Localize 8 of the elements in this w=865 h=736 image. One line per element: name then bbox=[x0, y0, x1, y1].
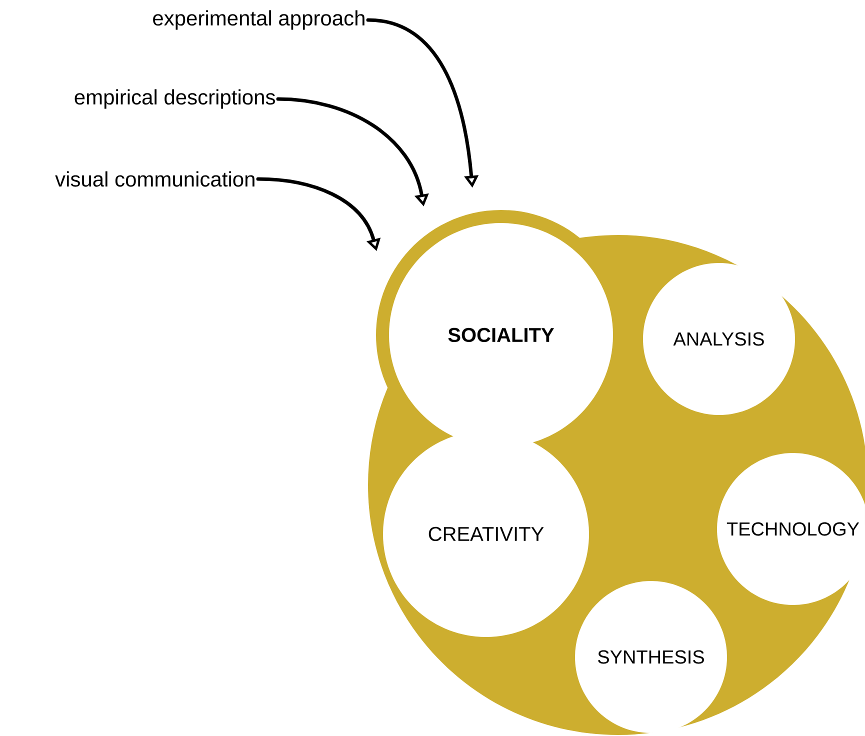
label-text: visual communication bbox=[55, 171, 254, 187]
circle-node: CREATIVITY bbox=[383, 431, 589, 637]
circle-node: SYNTHESIS bbox=[575, 580, 727, 733]
node-label: SYNTHESIS bbox=[598, 650, 704, 664]
label-text: experimental approach bbox=[153, 10, 364, 30]
label-text: empirical descriptions bbox=[74, 89, 275, 109]
circle-node: ANALYSIS bbox=[643, 263, 795, 415]
circle-node: SOCIALITY bbox=[389, 223, 613, 447]
